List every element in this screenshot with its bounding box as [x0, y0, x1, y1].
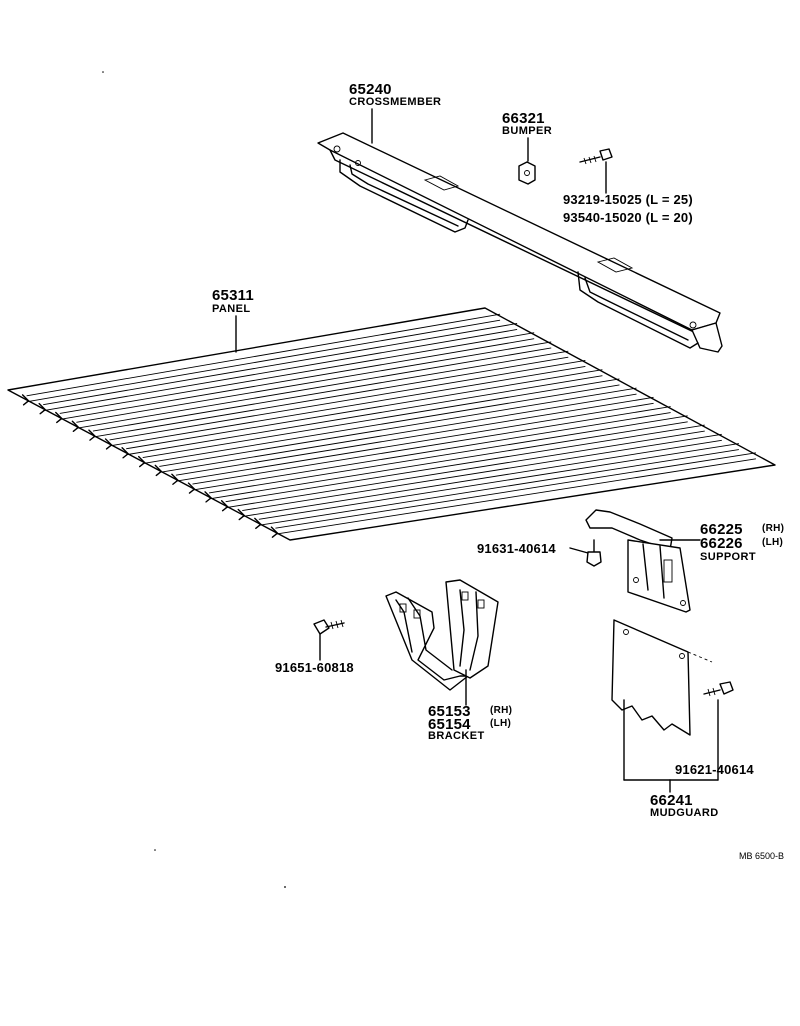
bolt-91651-code: 91651-60818	[275, 660, 354, 675]
bolt-91651-drawing	[313, 619, 345, 661]
panel-rib-line	[208, 421, 688, 500]
panel-drawing	[7, 307, 776, 541]
bolt-93219-code: 93219-15025 (L = 25)	[563, 192, 693, 207]
panel-rib-notch	[88, 429, 96, 441]
support-part-name: SUPPORT	[700, 551, 756, 563]
panel-rib-notch	[104, 438, 113, 450]
support-rh-side: (RH)	[762, 523, 785, 534]
panel-rib-line	[225, 424, 705, 503]
crossmember-drawing	[317, 108, 723, 353]
panel-rib-notch	[21, 394, 30, 406]
support-rh-part-number: 66225	[700, 521, 743, 538]
panel-rib-line	[142, 384, 620, 465]
bracket-drawing	[385, 579, 499, 706]
panel-rib-notch	[270, 526, 279, 538]
panel-rib-line	[126, 369, 603, 450]
panel-rib-notch	[220, 500, 229, 512]
panel-rib-line	[126, 375, 603, 456]
panel-rib-line	[26, 313, 501, 397]
panel-rib-notch	[138, 455, 146, 468]
bolt-93219-drawing	[579, 148, 613, 194]
bumper-drawing	[518, 137, 536, 185]
panel-part-number: 65311	[212, 287, 254, 304]
panel-rib-line	[59, 332, 535, 414]
panel-rib-line	[242, 439, 722, 517]
panel-rib-line	[192, 412, 671, 491]
panel-rib-notch	[237, 508, 245, 521]
panel-rib-line	[43, 323, 518, 406]
panel-rib-line	[175, 402, 654, 482]
bracket-lh-part-number: 65154	[428, 716, 471, 733]
panel-rib-line	[142, 378, 620, 459]
panel-rib-line	[258, 449, 739, 526]
mudguard-part-name: MUDGUARD	[650, 807, 719, 819]
bumper-part-number: 66321	[502, 110, 545, 127]
panel-rib-notch	[154, 464, 162, 477]
panel-rib-line	[208, 415, 688, 494]
panel-rib-line	[76, 341, 552, 423]
support-lh-part-number: 66226	[700, 535, 743, 552]
panel-rib-notch	[121, 447, 129, 459]
bolt-91631-code: 91631-40614	[477, 541, 556, 556]
panel-rib-notch	[38, 402, 46, 415]
bracket-lh-side: (LH)	[490, 718, 512, 729]
support-drawing	[585, 509, 701, 613]
bolt-91621-drawing	[703, 681, 734, 697]
panel-rib-line	[175, 396, 654, 476]
support-lh-side: (LH)	[762, 537, 784, 548]
panel-rib-notch	[71, 420, 80, 432]
bumper-part-name: BUMPER	[502, 125, 553, 137]
panel-rib-line	[92, 350, 569, 432]
panel-rib-line	[225, 430, 705, 509]
mudguard-drawing	[611, 619, 719, 793]
panel-rib-notch	[55, 411, 63, 424]
bolt-91621-code: 91621-40614	[675, 762, 754, 777]
bolt-93540-code: 93540-15020 (L = 20)	[563, 210, 693, 225]
panel-rib-line	[26, 319, 501, 403]
crossmember-part-name: CROSSMEMBER	[349, 96, 442, 108]
panel-rib-line	[92, 356, 569, 438]
panel-rib-line	[159, 393, 637, 473]
crossmember-part-number: 65240	[349, 81, 392, 98]
panel-rib-line	[59, 338, 535, 420]
panel-rib-notch	[254, 517, 262, 530]
panel-rib-line	[275, 458, 757, 535]
panel-rib-line	[275, 452, 757, 529]
bracket-rh-side: (RH)	[490, 705, 513, 716]
panel-rib-line	[109, 359, 586, 441]
panel-rib-line	[109, 365, 586, 447]
bracket-part-name: BRACKET	[428, 730, 485, 742]
panel-rib-notch	[171, 473, 179, 485]
panel-rib-notch	[187, 482, 196, 494]
panel-rib-line	[43, 329, 518, 412]
panel-rib-line	[258, 443, 739, 520]
panel-rib-notch	[204, 491, 212, 503]
bolt-91631-drawing	[569, 539, 602, 567]
panel-rib-line	[192, 406, 671, 485]
drawing-id: MB 6500-B	[739, 851, 785, 861]
panel-part-name: PANEL	[212, 303, 251, 315]
panel-rib-line	[242, 433, 722, 511]
mudguard-part-number: 66241	[650, 792, 693, 809]
panel-rib-line	[159, 387, 637, 467]
bracket-rh-part-number: 65153	[428, 703, 471, 720]
panel-rib-line	[76, 347, 552, 429]
